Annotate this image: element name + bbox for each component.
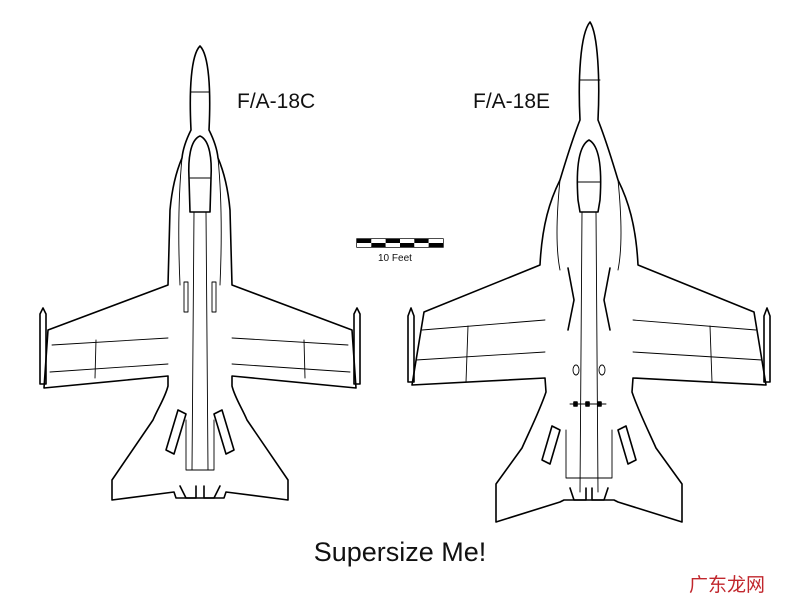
fa-18c-outline	[43, 45, 357, 501]
scale-segment	[385, 239, 400, 243]
watermark-text: 广东龙网	[689, 574, 766, 596]
fa-18e-canopy	[576, 139, 602, 213]
fa-18e-nozzles	[569, 487, 609, 501]
scale-segment	[400, 243, 415, 247]
scale-bar	[356, 238, 444, 248]
scale-segment	[400, 239, 415, 243]
fa-18c-wingtip-missile-right	[353, 307, 361, 385]
fa-18e-label: F/A-18E	[473, 90, 551, 113]
scale-segment	[371, 239, 386, 243]
fa-18c-canopy	[187, 135, 213, 213]
scale-segment	[357, 243, 372, 247]
scale-segment	[357, 239, 372, 243]
fa-18c-wingtip-missile-left	[39, 307, 47, 385]
scale-segment	[385, 243, 400, 247]
fa-18c-nozzles	[179, 485, 221, 499]
scale-segment	[414, 243, 429, 247]
scale-segment	[428, 239, 443, 243]
fa-18e-wingtip-missile-left	[407, 307, 415, 383]
fa-18c-label: F/A-18C	[237, 90, 316, 113]
fa-18e-wingtip-missile-right	[763, 307, 771, 383]
fa-18e-planform	[407, 21, 771, 523]
caption: Supersize Me!	[313, 537, 487, 567]
fa-18c-planform	[39, 45, 361, 501]
scale-segment	[414, 239, 429, 243]
scale-bar-label: 10 Feet	[378, 253, 412, 264]
scale-segment	[428, 243, 443, 247]
scale-segment	[371, 243, 386, 247]
fa-18e-outline	[411, 21, 767, 523]
